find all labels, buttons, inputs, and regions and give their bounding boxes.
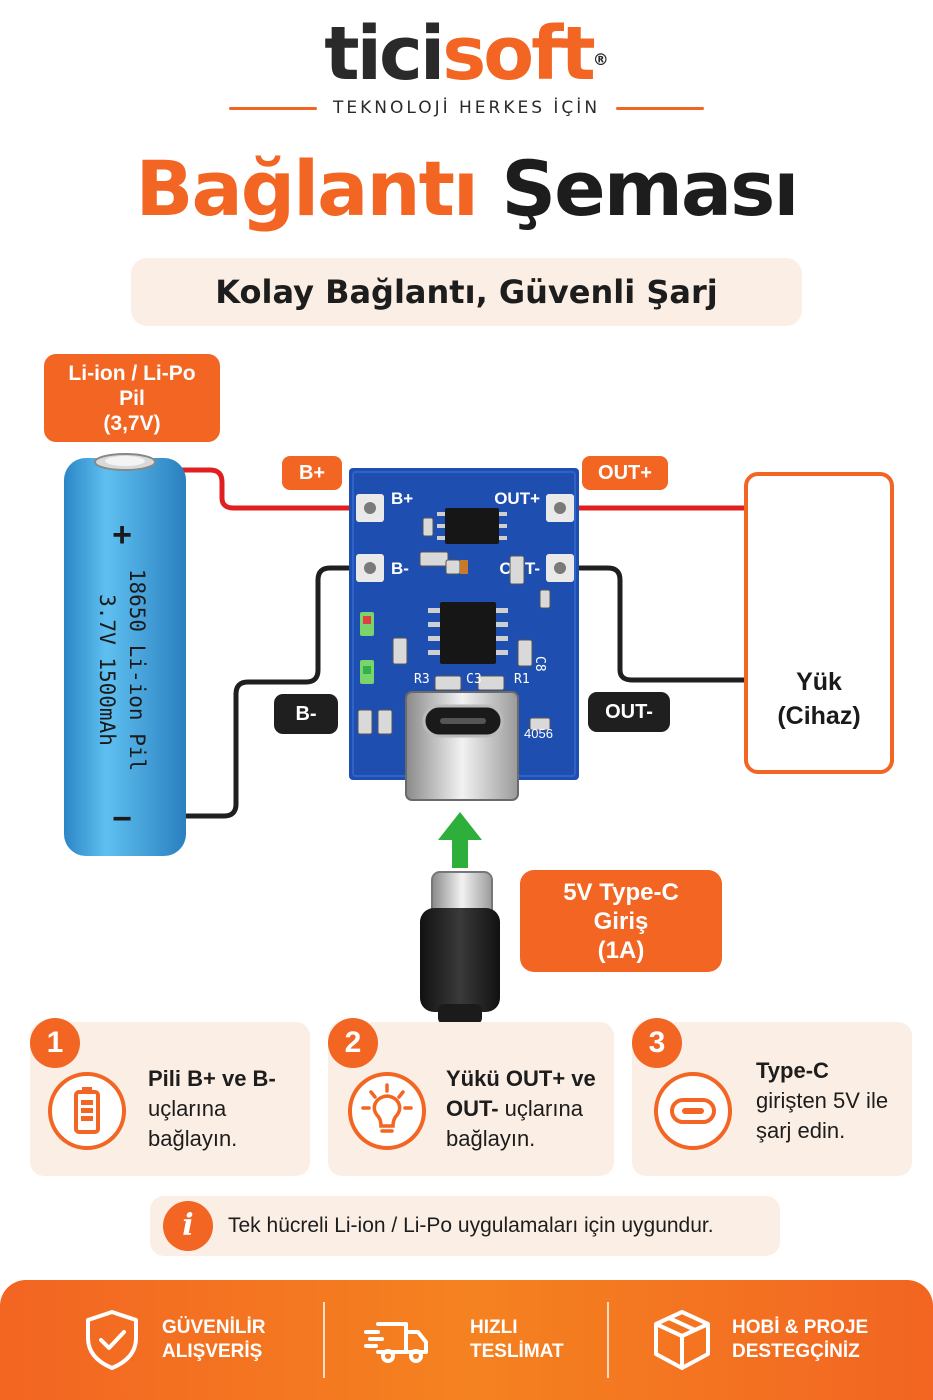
- wire-b-minus: [177, 565, 373, 819]
- silk-r3: R3: [414, 672, 430, 687]
- input-tag-line3: (1A): [597, 936, 645, 964]
- battery-minus-sign: −: [112, 800, 132, 838]
- footer-divider: [323, 1302, 325, 1378]
- step-text: Yükü OUT+ ve OUT- uçlarına bağlayın.: [446, 1064, 596, 1154]
- footer-bar: GÜVENİLİR ALIŞVERİŞ HIZLI TESLİMAT HOBİ …: [0, 1280, 933, 1400]
- battery-plus-sign: +: [112, 516, 132, 554]
- tagline-line-right: [616, 106, 705, 110]
- load-box: Yük (Cihaz): [744, 472, 894, 774]
- footer-text: GÜVENİLİR ALIŞVERİŞ: [162, 1316, 265, 1364]
- footer-line1: HOBİ & PROJE: [732, 1317, 869, 1338]
- brand-name-part1: tici: [324, 11, 445, 97]
- brand-name-part2: soft: [442, 11, 595, 97]
- usb-c-icon: [654, 1072, 732, 1150]
- footer-item-hobby: HOBİ & PROJE DESTEGÇİNİZ: [648, 1298, 888, 1382]
- page-subtitle: Kolay Bağlantı, Güvenli Şarj: [131, 258, 802, 326]
- registered-mark: ®: [592, 50, 609, 69]
- step-text: Type-C girişten 5V ile şarj edin.: [756, 1056, 888, 1146]
- step-number: 3: [632, 1018, 682, 1068]
- wiring-diagram: + − 18650 Li-ion Pil 3.7V 1500mAh B+ B- …: [0, 340, 933, 1030]
- footer-divider: [607, 1302, 609, 1378]
- shield-check-icon: [86, 1310, 138, 1370]
- step-text: Pili B+ ve B- uçlarına bağlayın.: [148, 1064, 276, 1154]
- silk-r1: R1: [514, 672, 530, 687]
- info-icon: i: [163, 1201, 213, 1251]
- battery-label-line1: 18650 Li-ion Pil: [125, 569, 149, 771]
- wire-tag-b-plus: B+: [282, 456, 342, 490]
- footer-line1: GÜVENİLİR: [162, 1317, 266, 1338]
- tagline: TEKNOLOJİ HERKES İÇİN: [332, 98, 601, 118]
- battery-icon: [48, 1072, 126, 1150]
- battery-tag-line1: Li-ion / Li-Po: [68, 361, 196, 385]
- arrow-up-icon: [438, 812, 482, 868]
- battery-tag-line3: (3,7V): [103, 411, 161, 435]
- step-text-line2: girişten 5V ile: [756, 1088, 889, 1113]
- step-card-1: 1 Pili B+ ve B- uçlarına bağlayın.: [30, 1018, 310, 1176]
- step-card-3: 3 Type-C girişten 5V ile şarj edin.: [632, 1018, 912, 1176]
- wire-tag-out-plus: OUT+: [582, 456, 668, 490]
- battery-tag: Li-ion / Li-Po Pil (3,7V): [44, 354, 220, 442]
- brand-logo: ticisoft®: [0, 6, 933, 102]
- step-text-line3: bağlayın.: [148, 1126, 238, 1151]
- footer-line2: DESTEGÇİNİZ: [732, 1341, 860, 1362]
- step-text-line3: şarj edin.: [756, 1118, 846, 1143]
- battery-label-line2: 3.7V 1500mAh: [95, 594, 119, 746]
- input-tag-line1: 5V Type-C: [563, 878, 679, 906]
- board-model: 4056: [524, 726, 553, 741]
- page-title-part1: Bağlantı: [135, 144, 479, 233]
- wire-tag-out-minus: OUT-: [588, 692, 670, 732]
- step-text-bold2: OUT-: [446, 1096, 499, 1121]
- tagline-line-left: [228, 106, 317, 110]
- usb-c-plug: [420, 871, 500, 1024]
- battery-tag-line2: Pil: [119, 386, 145, 410]
- wire-b-plus: [175, 467, 373, 511]
- tagline-row: TEKNOLOJİ HERKES İÇİN: [0, 96, 933, 120]
- load-label-line2: (Cihaz): [777, 702, 861, 730]
- page-title-part2: Şeması: [501, 144, 799, 233]
- step-text-bold: Type-C: [756, 1058, 829, 1083]
- footer-item-delivery: HIZLI TESLİMAT: [364, 1298, 584, 1382]
- step-text-bold: Yükü OUT+ ve: [446, 1066, 596, 1091]
- pad-label-out-plus: OUT+: [494, 489, 540, 508]
- input-tag-line2: Giriş: [593, 907, 649, 935]
- step-number: 2: [328, 1018, 378, 1068]
- footer-text: HIZLI TESLİMAT: [470, 1316, 564, 1364]
- step-card-2: 2 Yükü OUT+ ve OUT- uçlarına bağlayın.: [328, 1018, 614, 1176]
- step-text-line2: uçlarına: [148, 1096, 227, 1121]
- wire-out-minus: [557, 565, 748, 683]
- battery-18650: + − 18650 Li-ion Pil 3.7V 1500mAh: [64, 453, 186, 856]
- box-icon: [654, 1310, 710, 1370]
- page-title: Bağlantı Şeması: [0, 134, 933, 244]
- info-note: i Tek hücreli Li-ion / Li-Po uygulamalar…: [150, 1196, 780, 1256]
- load-label-line1: Yük: [796, 668, 842, 696]
- wire-tag-b-minus: B-: [274, 694, 338, 734]
- silk-c8: C8: [532, 656, 547, 672]
- truck-icon: [364, 1322, 428, 1363]
- tp4056-board: B+ B- OUT+ OUT-: [349, 468, 579, 801]
- footer-item-trust: GÜVENİLİR ALIŞVERİŞ: [78, 1298, 298, 1382]
- info-text: Tek hücreli Li-ion / Li-Po uygulamaları …: [228, 1214, 714, 1237]
- step-text-line2: uçlarına: [498, 1096, 583, 1121]
- footer-line1: HIZLI: [470, 1317, 518, 1338]
- step-text-line3: bağlayın.: [446, 1126, 536, 1151]
- footer-text: HOBİ & PROJE DESTEGÇİNİZ: [732, 1316, 868, 1364]
- step-number: 1: [30, 1018, 80, 1068]
- pad-label-b-plus: B+: [391, 489, 413, 508]
- silk-c3: C3: [466, 672, 482, 687]
- footer-line2: ALIŞVERİŞ: [162, 1341, 263, 1362]
- bulb-icon: [348, 1072, 426, 1150]
- step-text-bold: Pili B+ ve B-: [148, 1066, 276, 1091]
- pad-label-b-minus: B-: [391, 559, 409, 578]
- footer-line2: TESLİMAT: [470, 1341, 564, 1362]
- input-tag: 5V Type-C Giriş (1A): [520, 870, 722, 972]
